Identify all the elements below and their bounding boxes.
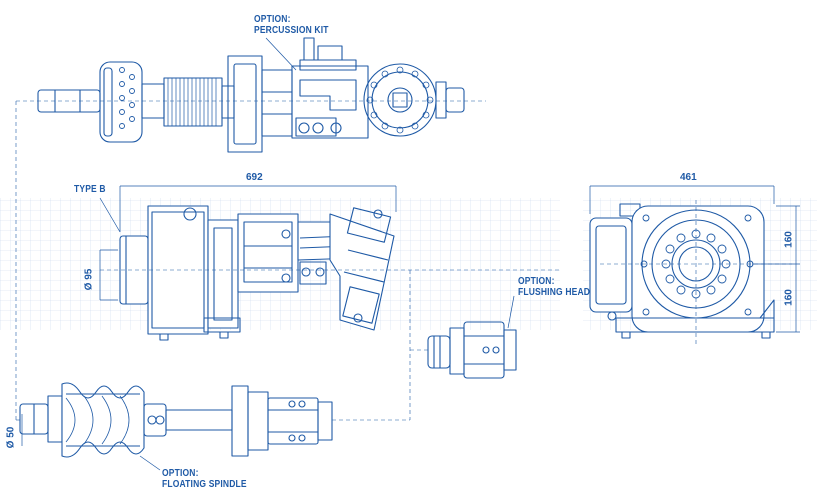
dimension-front-lower-height: 160 [783, 289, 795, 306]
center-lines [15, 100, 792, 421]
floating-spindle-option: OPTION: [162, 468, 199, 479]
floating-spindle-label: OPTION: FLOATING SPINDLE [162, 468, 247, 490]
percussion-kit-option: OPTION: [254, 14, 291, 25]
flushing-head-option: OPTION: [518, 276, 555, 287]
flushing-head-label: OPTION: FLUSHING HEAD [518, 276, 590, 298]
floating-spindle-assembly [19, 382, 333, 458]
front-view [589, 203, 775, 339]
dimension-front-upper-height: 160 [783, 231, 795, 248]
dimension-front-width: 461 [680, 172, 697, 183]
type-b-label: TYPE B [74, 184, 106, 195]
flushing-head-assembly [427, 321, 517, 379]
dimension-floating-spindle-diameter: Ø 50 [5, 426, 17, 449]
type-b-title: TYPE B [74, 184, 106, 195]
floating-spindle-title: FLOATING SPINDLE [162, 479, 247, 490]
dimension-side-length: 692 [246, 172, 263, 183]
percussion-kit-title: PERCUSSION KIT [254, 25, 329, 36]
percussion-kit-label: OPTION: PERCUSSION KIT [254, 14, 329, 36]
leader-lines [99, 37, 515, 471]
dimension-spindle-diameter: Ø 95 [83, 268, 95, 291]
flushing-head-title: FLUSHING HEAD [518, 287, 591, 298]
percussion-kit-assembly [37, 37, 465, 153]
